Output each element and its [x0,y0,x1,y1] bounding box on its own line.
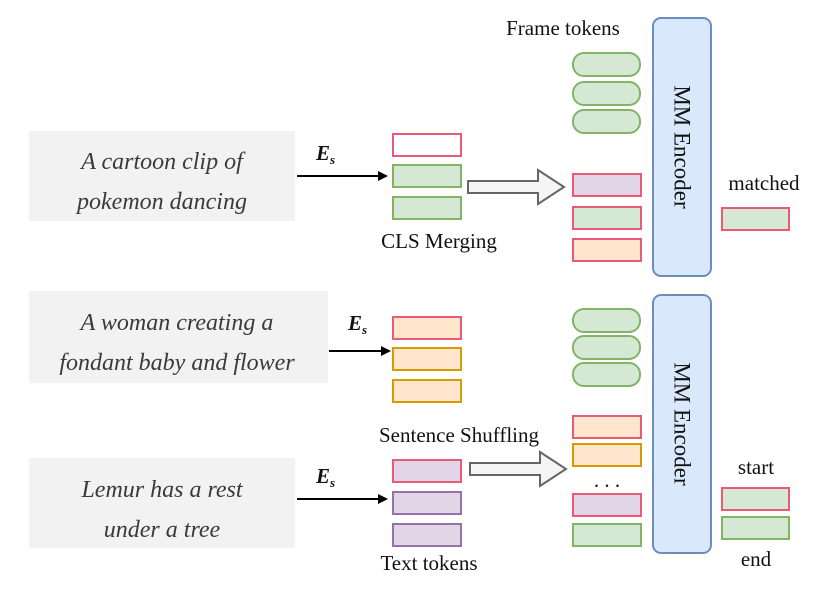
text-tokens-label: Text tokens [380,551,477,575]
frame-token [572,109,641,134]
shuffle-arrow [469,450,568,488]
frame-token [572,335,641,360]
matched-label: matched [728,171,800,195]
caption-box-3 [29,458,295,548]
shuffled-token [572,443,642,467]
shuffled-token [572,415,642,439]
es-label-1: Es [315,141,335,167]
mm-encoder-bottom-label: MM Encoder [670,362,695,486]
es-label-3: Es [315,464,335,490]
token-green [392,164,462,188]
caption-3-line-1: Lemur has a rest [80,477,243,503]
start-label: start [738,455,774,479]
token-purple [392,523,462,547]
shuffled-token [572,523,642,547]
caption-box-1 [29,131,295,221]
mm-encoder-bottom [652,294,712,554]
token-green [392,196,462,220]
frame-token [572,362,641,387]
caption-2-line-2: fondant baby and flower [59,350,295,376]
token-cls-orange [392,316,462,340]
text-token [572,206,642,230]
token-cls-red [392,133,462,157]
caption-2-line-1: A woman creating a [79,310,274,336]
caption-box-2 [29,291,328,383]
end-label: end [741,547,772,571]
token-orange [392,379,462,403]
caption-3-line-2: under a tree [104,517,221,543]
merge-arrow [467,168,566,206]
token-orange [392,347,462,371]
text-token [572,238,642,262]
caption-1-line-2: pokemon dancing [75,189,247,215]
cls-merging-label: CLS Merging [381,229,497,253]
shuffled-token [572,493,642,517]
mm-encoder-top [652,17,712,277]
frame-token [572,52,641,77]
token-purple [392,491,462,515]
matched-output-token [721,207,790,231]
merged-cls-token [572,173,642,197]
frame-tokens-label: Frame tokens [506,16,620,40]
ellipsis: . . . [594,468,620,492]
end-output-token [721,516,790,540]
frame-token [572,81,641,106]
caption-1-line-1: A cartoon clip of [79,149,246,175]
sentence-shuffling-label: Sentence Shuffling [379,423,540,447]
token-cls-purple [392,459,462,483]
mm-encoder-top-label: MM Encoder [670,85,695,209]
frame-token [572,308,641,333]
start-output-token [721,487,790,511]
es-label-2: Es [347,311,367,337]
